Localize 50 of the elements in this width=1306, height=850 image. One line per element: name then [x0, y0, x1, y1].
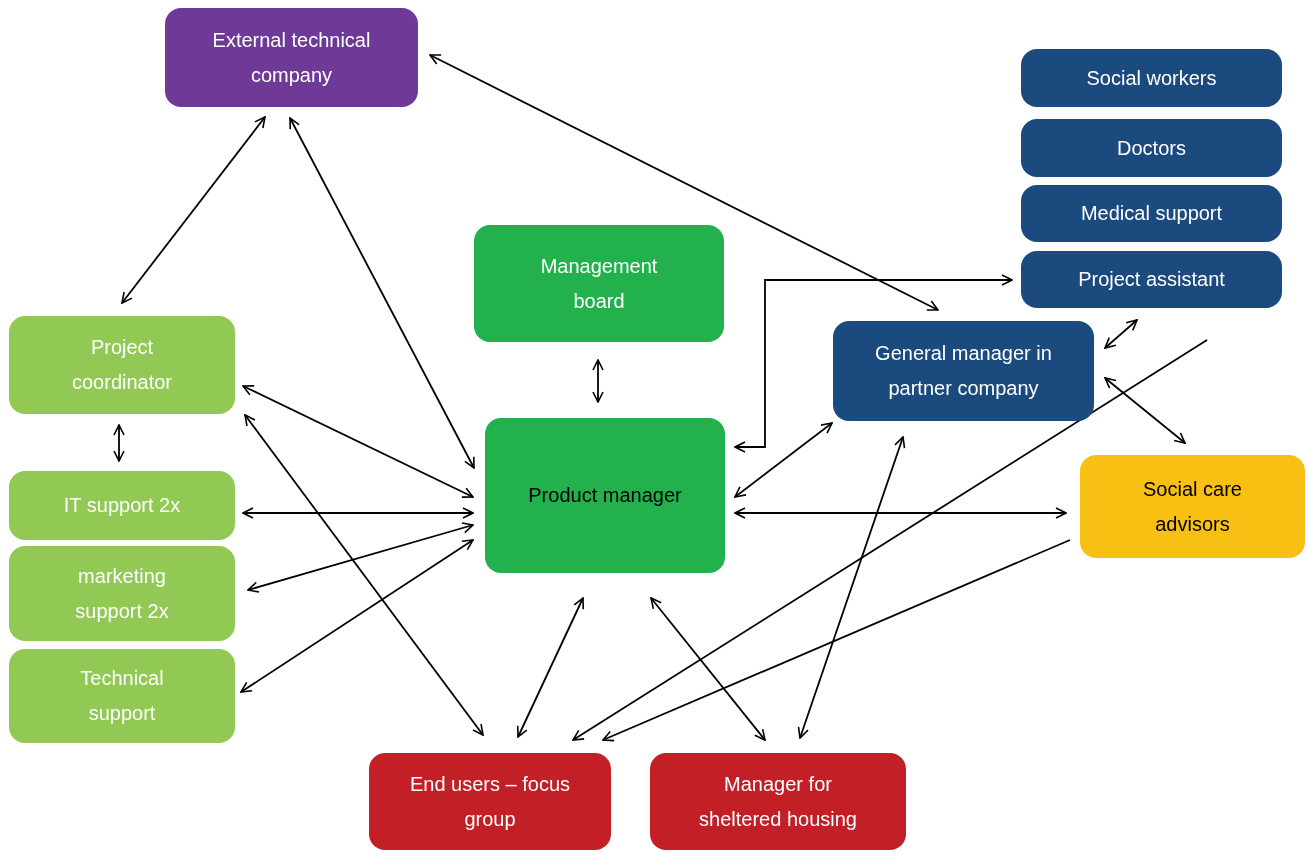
process-box — [9, 649, 235, 743]
arrow — [1104, 319, 1138, 349]
arrow — [734, 507, 1067, 519]
arrow — [602, 539, 1071, 742]
arrow — [797, 436, 906, 739]
node-label: Product manager — [528, 483, 682, 508]
process-box — [485, 418, 725, 573]
arrow — [734, 274, 1013, 453]
process-box — [9, 471, 235, 540]
node-label: Doctors — [1117, 135, 1186, 161]
arrow — [1104, 377, 1186, 444]
node-label: IT support 2x — [63, 493, 181, 518]
arrow — [572, 339, 1208, 741]
node-label: External technical company — [211, 27, 372, 88]
process-box — [369, 753, 611, 850]
arrow — [247, 522, 474, 593]
arrow — [244, 414, 484, 736]
process-box — [1080, 455, 1305, 558]
arrow — [734, 422, 833, 498]
node-label: Medical support — [1080, 201, 1223, 226]
arrow — [113, 424, 125, 462]
node-label: Manager for sheltered housing — [698, 771, 858, 832]
node-label: Social care advisors — [1142, 476, 1243, 537]
arrow — [242, 507, 474, 519]
process-box — [833, 321, 1094, 421]
process-box — [474, 225, 724, 342]
process-box — [650, 753, 906, 850]
node-label: Management board — [539, 253, 659, 314]
arrow — [592, 359, 604, 403]
process-box — [1021, 119, 1282, 177]
node-label: Technical support — [79, 666, 165, 726]
arrow — [650, 597, 766, 741]
process-box — [9, 546, 235, 641]
node-label: Social workers — [1086, 65, 1217, 91]
process-box — [1021, 251, 1282, 308]
node-label: marketing support 2x — [74, 563, 170, 624]
arrow — [516, 597, 585, 738]
arrow — [121, 116, 266, 304]
arrow — [429, 54, 939, 311]
arrow — [289, 117, 475, 469]
node-label: End users – focus group — [408, 771, 572, 832]
process-box — [165, 8, 418, 107]
arrow — [242, 385, 474, 498]
process-box — [1021, 49, 1282, 107]
node-label: Project assistant — [1078, 267, 1225, 292]
node-label: General manager in partner company — [874, 341, 1053, 401]
node-label: Project coordinator — [70, 335, 174, 395]
process-box — [1021, 185, 1282, 242]
arrow — [240, 539, 474, 693]
process-box — [9, 316, 235, 414]
